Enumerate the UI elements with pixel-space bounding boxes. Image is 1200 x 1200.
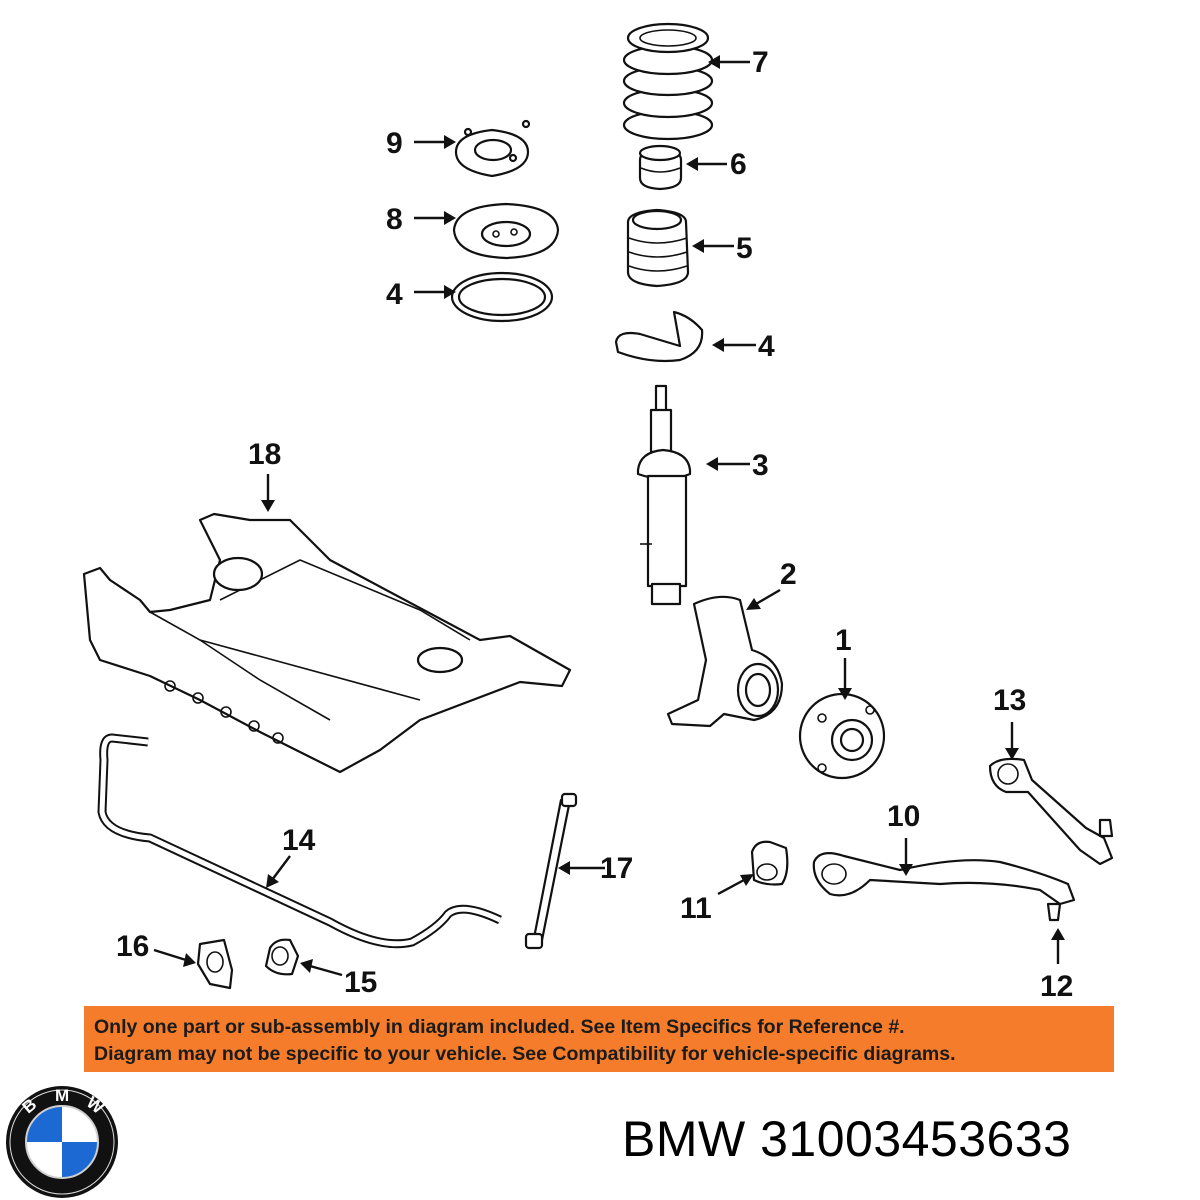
stabilizer-bar (97, 733, 502, 949)
bmw-logo-letter-m: M (55, 1086, 69, 1105)
stabilizer-bracket (196, 938, 234, 990)
bmw-logo: B M W (6, 1086, 118, 1198)
stabilizer-bushing (264, 938, 300, 976)
bump-stop (638, 144, 683, 191)
callout-14: 14 (282, 824, 316, 857)
callout-15: 15 (344, 966, 377, 999)
steering-knuckle (666, 595, 784, 728)
callout-11: 11 (680, 892, 712, 925)
tension-strut (988, 757, 1114, 866)
disclaimer-line-1: Only one part or sub-assembly in diagram… (94, 1016, 905, 1038)
callout-9: 9 (386, 127, 403, 160)
callout-5: 5 (736, 232, 753, 265)
callout-17: 17 (600, 852, 633, 885)
callout-4-upper: 4 (758, 330, 775, 363)
callout-13: 13 (993, 684, 1026, 717)
callout-7: 7 (752, 46, 769, 79)
strut-mount (454, 119, 531, 178)
spring-pad-upper (614, 310, 704, 363)
lower-control-arm (812, 851, 1076, 922)
disclaimer-banner: Only one part or sub-assembly in diagram… (84, 1006, 1114, 1072)
part-number-label: BMW 31003453633 (622, 1111, 1072, 1167)
callout-1: 1 (835, 624, 852, 657)
coil-spring (622, 22, 714, 141)
spring-pad-lower (450, 271, 554, 323)
callout-18: 18 (248, 438, 281, 471)
wheel-hub (798, 692, 886, 780)
callout-10: 10 (887, 800, 920, 833)
protective-boot (626, 208, 690, 288)
stabilizer-link (524, 792, 578, 950)
callout-arrows (153, 55, 1065, 977)
callout-16: 16 (116, 930, 149, 963)
shock-absorber (636, 384, 692, 606)
callout-2: 2 (780, 558, 797, 591)
disclaimer-line-2: Diagram may not be specific to your vehi… (94, 1043, 956, 1065)
front-subframe (82, 512, 572, 774)
callout-12: 12 (1040, 970, 1073, 1000)
callout-3: 3 (752, 449, 769, 482)
suspension-parts-diagram: 7 6 5 4 3 2 1 9 8 4 18 10 13 12 11 14 17… (82, 22, 1114, 1000)
callout-6: 6 (730, 148, 747, 181)
callout-4-lower: 4 (386, 278, 403, 311)
spring-seat (452, 202, 560, 260)
control-arm-bushing (750, 840, 789, 886)
callout-8: 8 (386, 203, 403, 236)
